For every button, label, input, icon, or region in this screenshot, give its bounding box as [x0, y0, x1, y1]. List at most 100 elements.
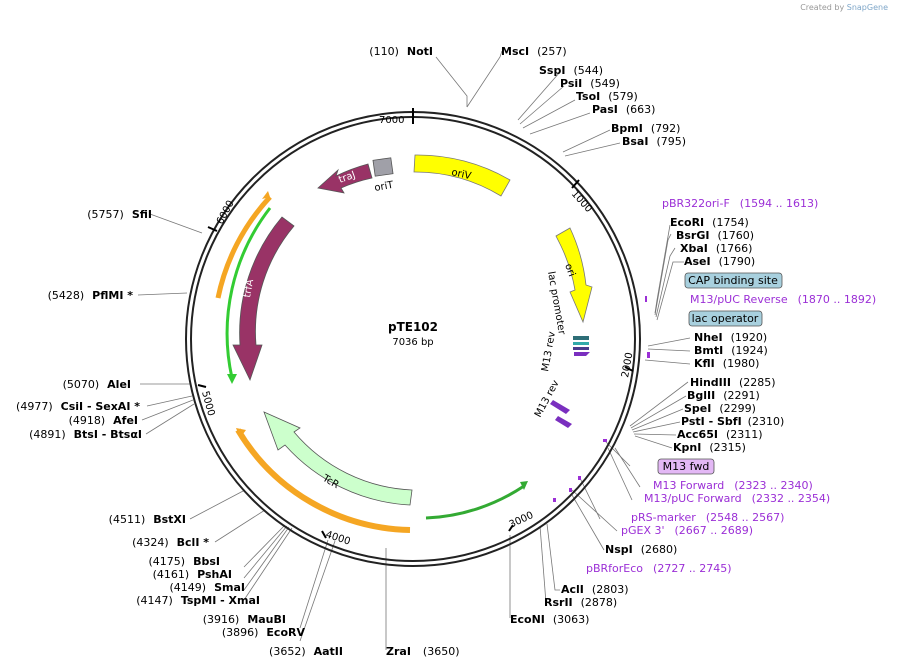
site-ZraI[interactable]: ZraI(3650) [386, 645, 460, 658]
site-BstXI[interactable]: (4511)BstXI [109, 513, 186, 526]
tick-label-6000: 6000 [215, 199, 237, 227]
primer-mark-m13-forward [603, 439, 607, 442]
site-SfiI[interactable]: (5757)SfiI [87, 208, 152, 221]
leader-lines [137, 50, 691, 650]
site-SpeI[interactable]: SpeI(2299) [684, 402, 756, 415]
site-KpnI[interactable]: KpnI(2315) [673, 441, 746, 454]
site-BsaI[interactable]: BsaI(795) [622, 135, 686, 148]
site-BclI[interactable]: (4324)BclI * [132, 536, 209, 549]
primer-mark-pgex [569, 488, 572, 492]
feature-green-bottom [425, 484, 525, 520]
cap-binding-box[interactable] [684, 272, 783, 289]
site-EcoRI[interactable]: EcoRI(1754) [670, 216, 749, 229]
site-AatII[interactable]: (3652)AatII [269, 645, 343, 658]
lac-operator-mark [573, 342, 589, 345]
site-SmaI[interactable]: (4149)SmaI [170, 581, 245, 594]
site-NotI[interactable]: (110)NotI [369, 45, 433, 58]
tick-label-2000: 2000 [620, 352, 635, 379]
site-BmtI[interactable]: BmtI(1924) [694, 344, 768, 357]
m13-rev-mark-2 [550, 400, 570, 414]
site-PshAI[interactable]: (4161)PshAI [153, 568, 232, 581]
lac-operator-label: lac operator [692, 312, 759, 325]
site-RsrII[interactable]: RsrII(2878) [544, 596, 617, 609]
primer-pGEX-3[interactable]: pGEX 3'(2667 .. 2689) [621, 524, 753, 537]
site-XbaI[interactable]: XbaI(1766) [680, 242, 752, 255]
site-PflMI[interactable]: (5428)PflMI * [48, 289, 134, 302]
feature-orange-lower-arrowhead [236, 428, 246, 438]
primer-labels: pBR322ori-F(1594 .. 1613) M13/pUC Revers… [586, 197, 876, 575]
m13-fwd-box[interactable] [657, 458, 715, 475]
site-HindIII[interactable]: HindIII(2285) [690, 376, 776, 389]
feature-oriV[interactable] [413, 154, 511, 197]
feature-orange-upper-arrowhead [262, 191, 270, 199]
primer-mark-pbrforeco [553, 498, 556, 502]
right-site-labels: MscI(257) SspI(544) PsiI(549) TsoI(579) … [386, 45, 784, 658]
site-PasI[interactable]: PasI(663) [592, 103, 655, 116]
site-AseI[interactable]: AseI(1790) [684, 255, 755, 268]
tick-label-5000: 5000 [199, 390, 216, 417]
site-BtsI-BtsaI[interactable]: (4891)BtsI - BtsαI [29, 428, 142, 441]
tick-label-7000: 7000 [379, 115, 404, 126]
primer-M13pUC-Forward[interactable]: M13/pUC Forward(2332 .. 2354) [644, 492, 830, 505]
primer-M13pUC-Reverse[interactable]: M13/pUC Reverse(1870 .. 1892) [690, 293, 876, 306]
feature-label-ori: ori [562, 262, 577, 278]
primer-mark-prs [578, 476, 581, 480]
primer-mark-pbr322ori [645, 296, 647, 302]
feature-label-oriV: oriV [450, 167, 472, 182]
primer-mark-m13puc-reverse [647, 352, 650, 358]
tick-marks [197, 108, 634, 539]
feature-label-lac-promoter: lac promoter [545, 271, 567, 337]
site-EcoNI[interactable]: EcoNI(3063) [510, 613, 589, 626]
primer-pBR322ori-F[interactable]: pBR322ori-F(1594 .. 1613) [662, 197, 818, 210]
boxed-labels: CAP binding site lac operator M13 fwd [657, 272, 783, 475]
primer-pBRforEco[interactable]: pBRforEco(2727 .. 2745) [586, 562, 732, 575]
site-TspMI-XmaI[interactable]: (4147)TspMI - XmaI [136, 594, 260, 607]
feature-label-m13rev-1: M13 rev [540, 331, 558, 373]
site-SspI[interactable]: SspI(544) [539, 64, 603, 77]
site-TsoI[interactable]: TsoI(579) [576, 90, 638, 103]
site-NheI[interactable]: NheI(1920) [694, 331, 767, 344]
feature-green-left-arrowhead [227, 374, 237, 384]
feature-label-traJ: traJ [337, 170, 357, 186]
credit-brand: SnapGene [846, 3, 888, 12]
feature-orange-lower [235, 428, 411, 533]
left-site-labels: (110)NotI (5757)SfiI (5428)PflMI * (5070… [16, 45, 433, 658]
tick-label-1000: 1000 [569, 189, 594, 215]
snapgene-credit: Created by SnapGene [800, 3, 888, 12]
features: oriV ori oriT traJ trfA TcR lac [215, 154, 650, 533]
site-BglII[interactable]: BglII(2291) [687, 389, 760, 402]
site-MauBI[interactable]: (3916)MauBI [203, 613, 286, 626]
site-AclI[interactable]: AclI(2803) [561, 583, 628, 596]
feature-TcR[interactable] [263, 411, 413, 506]
credit-prefix: Created by [800, 3, 845, 12]
site-AleI[interactable]: (5070)AleI [63, 378, 131, 391]
site-BpmI[interactable]: BpmI(792) [611, 122, 680, 135]
plasmid-size: 7036 bp [392, 337, 433, 348]
feature-trfA[interactable] [232, 216, 295, 382]
feature-orange-upper [215, 195, 272, 299]
m13-rev-mark-3 [555, 416, 572, 428]
feature-ori[interactable] [555, 227, 593, 324]
site-EcoRV[interactable]: (3896)EcoRV [222, 626, 306, 639]
lac-promoter-mark [573, 336, 589, 340]
feature-label-m13rev-2: M13 rev [533, 378, 562, 419]
site-MscI[interactable]: MscI(257) [501, 45, 567, 58]
site-PsiI[interactable]: PsiI(549) [560, 77, 620, 90]
site-KflI[interactable]: KflI(1980) [694, 357, 759, 370]
feature-oriT[interactable] [372, 157, 394, 177]
site-BsrGI[interactable]: BsrGI(1760) [676, 229, 754, 242]
feature-label-oriT: oriT [374, 180, 396, 194]
site-PstI-SbfI[interactable]: PstI - SbfI(2310) [681, 415, 784, 428]
primer-pRS-marker[interactable]: pRS-marker(2548 .. 2567) [631, 511, 784, 524]
plasmid-name: pTE102 [388, 320, 438, 334]
site-AfeI[interactable]: (4918)AfeI [69, 414, 138, 427]
lac-operator-box[interactable] [688, 310, 763, 327]
feature-traJ[interactable] [317, 163, 373, 194]
feature-label-trfA: trfA [242, 278, 256, 298]
site-CsiI-SexAI[interactable]: (4977)CsiI - SexAI * [16, 400, 140, 413]
site-NspI[interactable]: NspI(2680) [605, 543, 677, 556]
site-Acc65I[interactable]: Acc65I(2311) [677, 428, 763, 441]
site-BbsI[interactable]: (4175)BbsI [149, 555, 220, 568]
primer-M13-Forward[interactable]: M13 Forward(2323 .. 2340) [653, 479, 813, 492]
